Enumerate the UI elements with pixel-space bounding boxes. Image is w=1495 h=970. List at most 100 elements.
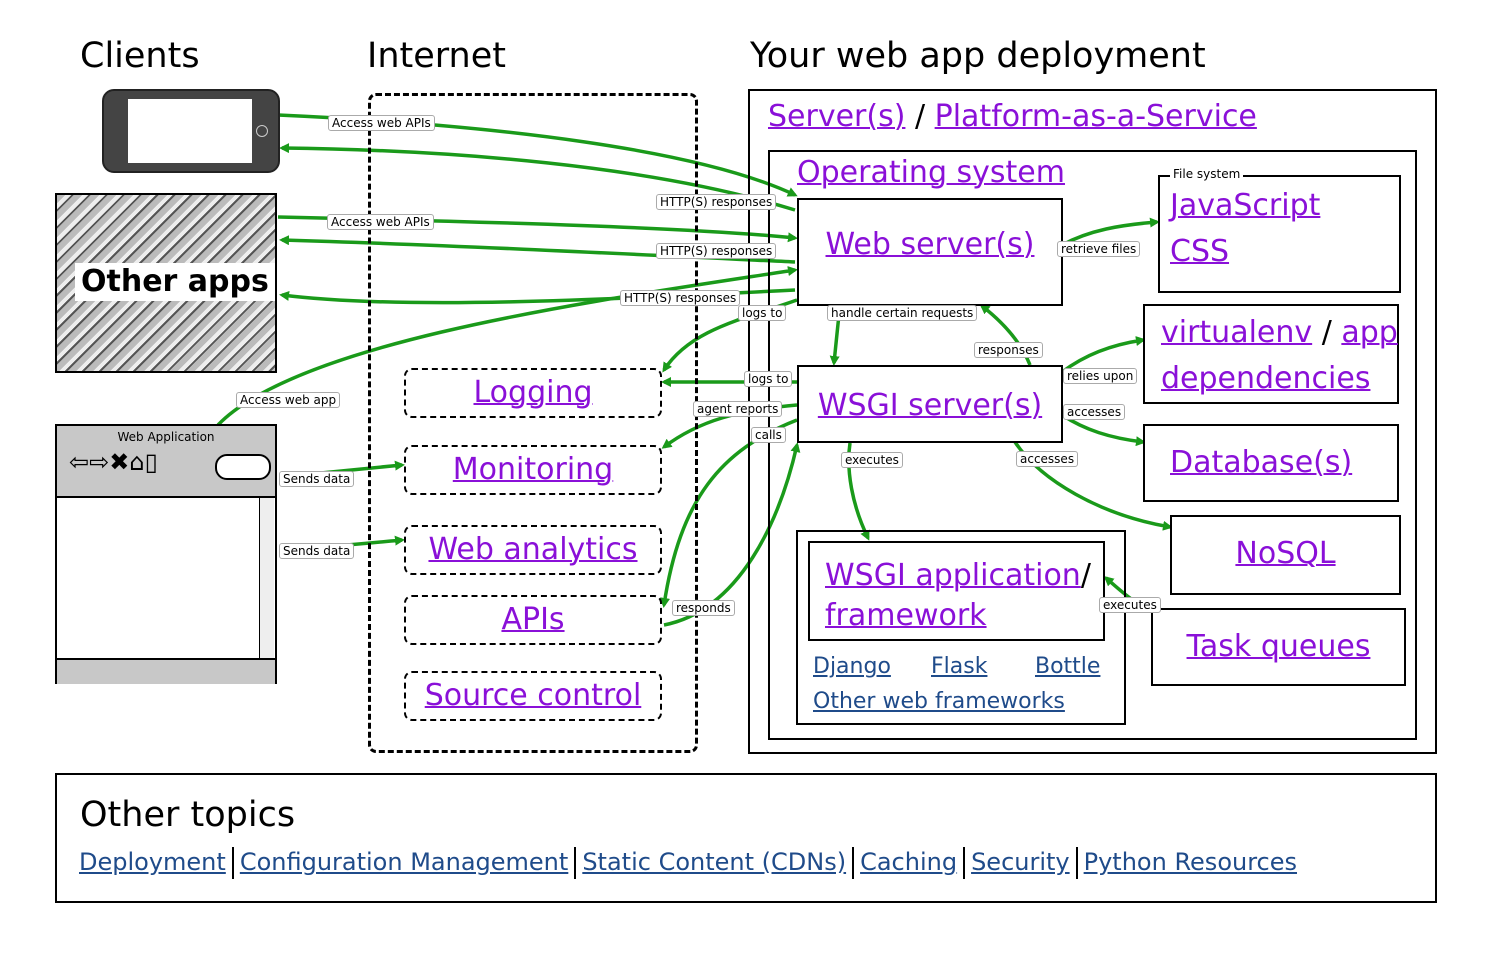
topic-security-link[interactable]: Security (971, 848, 1070, 876)
database-box: Database(s) (1143, 424, 1399, 502)
bottle-link[interactable]: Bottle (1035, 654, 1101, 679)
browser-client: Web Application ⇦⇨✖⌂▯ (55, 424, 277, 684)
deployment-container (748, 89, 1437, 754)
internet-container (368, 93, 698, 753)
topic-separator (852, 847, 855, 879)
internet-heading: Internet (367, 36, 506, 76)
nosql-link[interactable]: NoSQL (1235, 536, 1336, 571)
deployment-heading: Your web app deployment (750, 36, 1206, 76)
other-apps-label: Other apps (75, 263, 275, 301)
apis-link[interactable]: APIs (501, 602, 565, 637)
monitoring-box: Monitoring (404, 445, 662, 495)
wsgi-server-link[interactable]: WSGI server(s) (817, 388, 1043, 423)
source-control-box: Source control (404, 671, 662, 721)
web-server-box: Web server(s) (797, 198, 1063, 306)
edge-label-http-responses-3: HTTP(S) responses (620, 290, 741, 306)
forward-arrow-icon: ⇨ (89, 448, 110, 476)
dependencies-link[interactable]: dependencies (1161, 361, 1371, 396)
browser-statusbar (57, 658, 275, 684)
analytics-box: Web analytics (404, 525, 662, 575)
arrow-wsgi-to-virtualenv (1060, 336, 1146, 374)
nosql-box: NoSQL (1170, 515, 1401, 595)
wsgi-app-container (796, 530, 1126, 725)
arrow-web-to-phone (279, 143, 796, 212)
javascript-link[interactable]: JavaScript (1170, 188, 1321, 223)
wsgi-app-link[interactable]: WSGI application (825, 558, 1081, 593)
edge-label-sends-data-1: Sends data (279, 471, 355, 487)
topic-separator (231, 847, 234, 879)
edge-label-logs-to-1: logs to (738, 305, 787, 321)
edge-label-access-apis-2: Access web APIs (327, 214, 434, 230)
arrow-wsgi-to-app (847, 442, 870, 541)
arrow-web-to-files (1061, 217, 1160, 247)
other-topics-links: Deployment Configuration Management Static… (79, 845, 1297, 879)
browser-nav-icons: ⇦⇨✖⌂▯ (69, 448, 158, 476)
other-frameworks-link[interactable]: Other web frameworks (813, 689, 1065, 714)
edge-label-executes-2: executes (1099, 597, 1161, 613)
servers-link[interactable]: Server(s) (768, 99, 906, 134)
edge-label-retrieve-files: retrieve files (1057, 241, 1141, 257)
django-link[interactable]: Django (813, 654, 891, 679)
topic-config-management-link[interactable]: Configuration Management (239, 848, 569, 876)
topic-python-resources-link[interactable]: Python Resources (1083, 848, 1298, 876)
edge-label-accesses-1: accesses (1063, 404, 1126, 420)
browser-search-field (215, 454, 271, 480)
logging-link[interactable]: Logging (473, 375, 593, 410)
file-system-box: File system JavaScript CSS (1158, 167, 1401, 293)
virtualenv-slash: / (1321, 315, 1332, 350)
edge-label-relies-upon: relies upon (1063, 368, 1138, 384)
arrow-wsgi-to-web (979, 304, 1032, 366)
logging-box: Logging (404, 368, 662, 418)
topic-separator (574, 847, 577, 879)
topic-static-content-link[interactable]: Static Content (CDNs) (582, 848, 847, 876)
browser-title: Web Application (117, 430, 215, 444)
edge-label-logs-to-2: logs to (744, 371, 793, 387)
phone-screen (128, 99, 252, 163)
phone-client (102, 89, 280, 173)
paas-link[interactable]: Platform-as-a-Service (934, 99, 1257, 134)
monitoring-link[interactable]: Monitoring (452, 452, 614, 487)
edge-label-executes-1: executes (841, 452, 903, 468)
source-control-link[interactable]: Source control (424, 678, 642, 713)
analytics-link[interactable]: Web analytics (428, 532, 638, 567)
back-arrow-icon: ⇦ (69, 448, 90, 476)
edge-label-access-web-app: Access web app (236, 392, 341, 408)
topic-deployment-link[interactable]: Deployment (79, 848, 226, 876)
task-queues-link[interactable]: Task queues (1186, 629, 1371, 664)
edge-label-http-responses-2: HTTP(S) responses (656, 243, 777, 259)
stop-icon: ✖ (109, 448, 130, 476)
edge-label-responds: responds (672, 600, 735, 616)
apis-box: APIs (404, 595, 662, 645)
other-topics-title: Other topics (80, 795, 296, 835)
virtualenv-box: virtualenv / app dependencies (1143, 304, 1399, 404)
other-apps-client: Other apps (55, 193, 277, 373)
wsgi-app-slash: / (1080, 558, 1091, 593)
edge-label-agent-reports: agent reports (693, 401, 783, 417)
web-server-link[interactable]: Web server(s) (825, 227, 1035, 262)
edge-label-responses: responses (974, 342, 1043, 358)
other-topics-container: Other topics Deployment Configuration Man… (55, 773, 1437, 903)
edge-label-calls: calls (751, 427, 786, 443)
home-icon: ⌂ (129, 448, 145, 476)
browser-toolbar: Web Application ⇦⇨✖⌂▯ (57, 426, 275, 498)
virtualenv-link[interactable]: virtualenv (1161, 315, 1313, 350)
topic-separator (963, 847, 966, 879)
app-link[interactable]: app (1341, 315, 1398, 350)
edge-label-accesses-2: accesses (1016, 451, 1079, 467)
topic-separator (1075, 847, 1078, 879)
edge-label-http-responses-1: HTTP(S) responses (656, 194, 777, 210)
topic-caching-link[interactable]: Caching (860, 848, 958, 876)
os-link[interactable]: Operating system (797, 155, 1065, 190)
os-container (768, 150, 1417, 740)
edge-label-sends-data-2: Sends data (279, 543, 355, 559)
framework-link[interactable]: framework (825, 598, 987, 633)
flask-link[interactable]: Flask (931, 654, 988, 679)
servers-slash: / (914, 99, 926, 134)
edge-label-handle-requests: handle certain requests (827, 305, 978, 321)
task-queues-box: Task queues (1151, 608, 1406, 686)
wsgi-app-box: WSGI application/ framework (808, 541, 1105, 641)
server-platform-row: Server(s) / Platform-as-a-Service (768, 100, 1257, 134)
browser-scrollbar (259, 498, 274, 658)
css-link[interactable]: CSS (1170, 234, 1230, 269)
database-link[interactable]: Database(s) (1170, 445, 1353, 480)
